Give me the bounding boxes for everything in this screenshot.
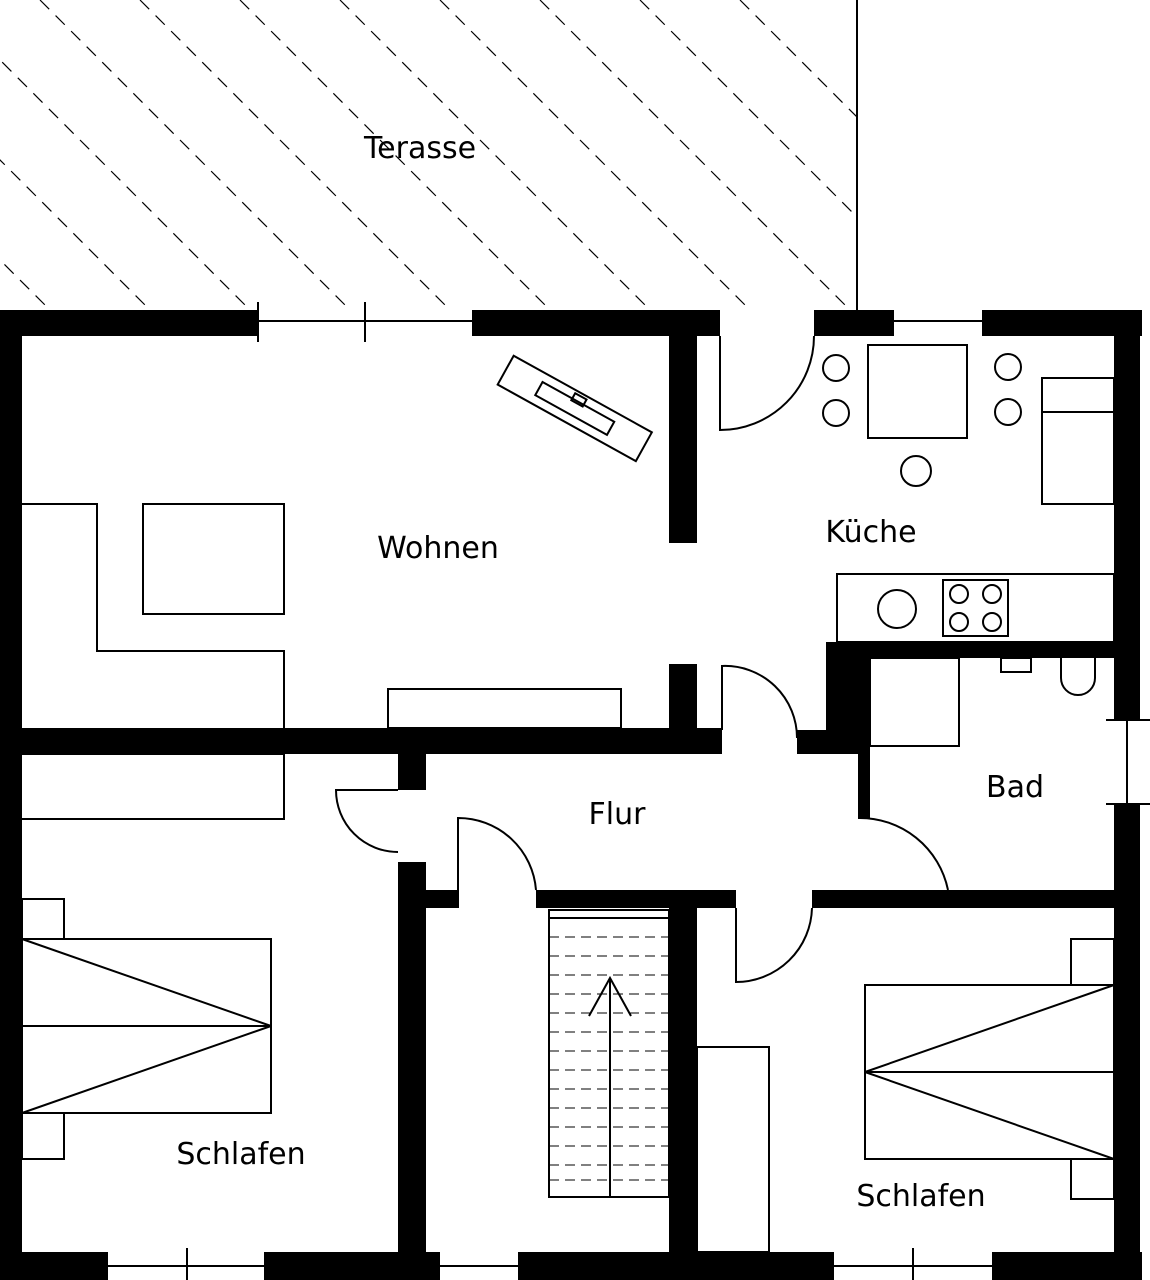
staircase bbox=[548, 909, 670, 1198]
label-bath: Bad bbox=[986, 770, 1044, 805]
terrace-hatching bbox=[0, 0, 858, 310]
bedroom-right-furniture bbox=[696, 938, 1115, 1253]
doors bbox=[334, 335, 949, 984]
living-furniture bbox=[22, 354, 654, 729]
walls bbox=[0, 310, 1142, 1280]
label-hall: Flur bbox=[589, 797, 647, 832]
bath-fixtures bbox=[869, 657, 1096, 747]
label-bedroom-right: Schlafen bbox=[856, 1179, 985, 1214]
windows bbox=[108, 302, 1150, 1280]
label-bedroom-left: Schlafen bbox=[176, 1137, 305, 1172]
stair-direction-arrow-icon bbox=[588, 975, 632, 1017]
bedroom-left-furniture bbox=[21, 753, 285, 1160]
label-terrace: Terasse bbox=[363, 131, 476, 166]
kitchen-furniture bbox=[822, 344, 1115, 643]
label-living: Wohnen bbox=[377, 531, 499, 566]
label-kitchen: Küche bbox=[825, 515, 916, 550]
